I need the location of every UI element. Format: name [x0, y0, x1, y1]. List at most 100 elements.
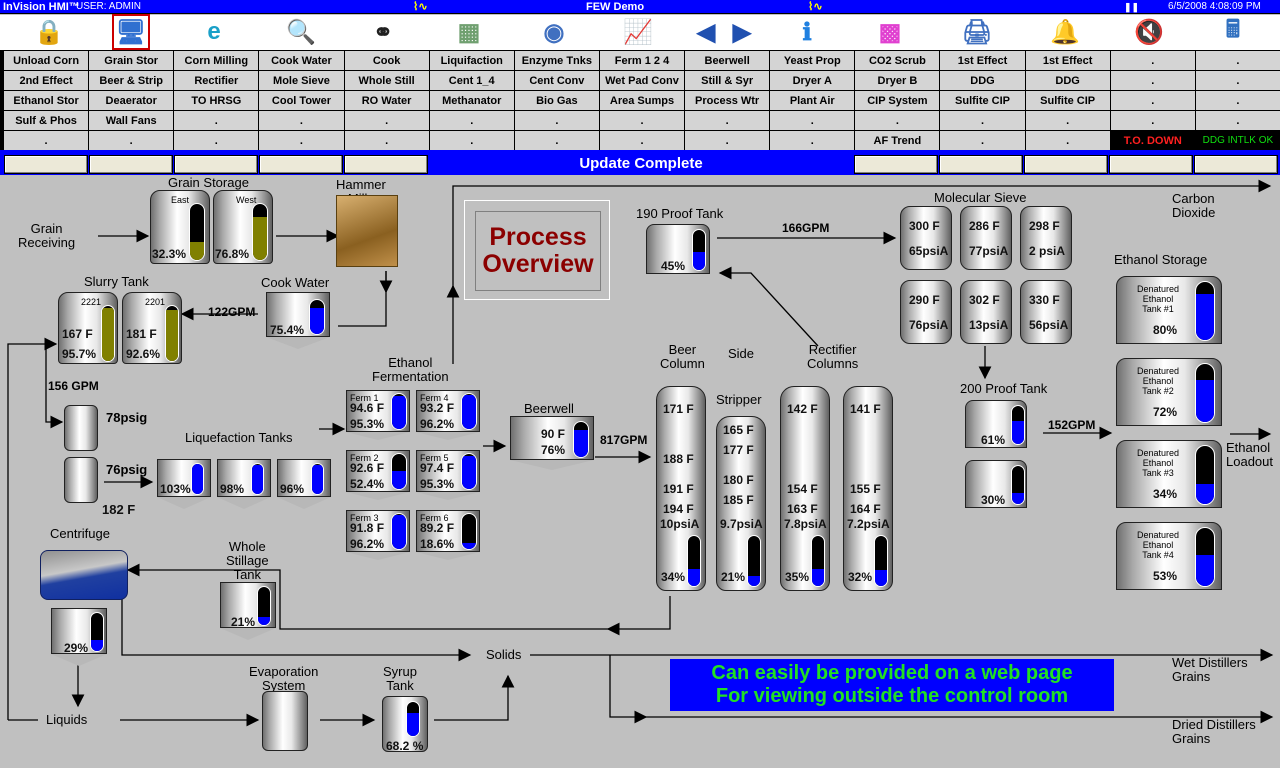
nav-button-1st-effect[interactable]: 1st Effect: [940, 51, 1025, 70]
alarm-bell-icon[interactable]: 🔔: [1050, 18, 1080, 46]
blank-button[interactable]: [89, 155, 173, 174]
nav-button-empty[interactable]: .: [1025, 131, 1110, 150]
nav-button-still-syr[interactable]: Still & Syr: [685, 71, 770, 90]
nav-button-af-trend[interactable]: AF Trend: [855, 131, 940, 150]
nav-button-mole-sieve[interactable]: Mole Sieve: [259, 71, 344, 90]
proof-200-tank-2[interactable]: 30%: [965, 460, 1027, 508]
nav-button-empty[interactable]: .: [685, 111, 770, 130]
binoculars-icon[interactable]: ⚭: [372, 18, 394, 46]
nav-button-2nd-effect[interactable]: 2nd Effect: [4, 71, 89, 90]
nav-button-sulfite-cip[interactable]: Sulfite CIP: [1025, 91, 1110, 110]
ie-browser-icon[interactable]: e: [207, 18, 221, 45]
jet-cooker-top[interactable]: [64, 405, 98, 451]
nav-button-plant-air[interactable]: Plant Air: [770, 91, 855, 110]
nav-button-1st-effect[interactable]: 1st Effect: [1025, 51, 1110, 70]
trend-chart-icon[interactable]: 📈: [623, 18, 653, 46]
blank-button[interactable]: [1109, 155, 1193, 174]
evaporation-system[interactable]: [262, 691, 308, 751]
nav-button-cook[interactable]: Cook: [344, 51, 429, 70]
nav-button-empty[interactable]: .: [174, 131, 259, 150]
nav-button-empty[interactable]: .: [344, 111, 429, 130]
nav-button-dryer-a[interactable]: Dryer A: [770, 71, 855, 90]
nav-button-corn-milling[interactable]: Corn Milling: [174, 51, 259, 70]
nav-button-deaerator[interactable]: Deaerator: [89, 91, 174, 110]
centrifuge-liquids-tank[interactable]: 29%: [51, 608, 107, 655]
back-arrow-icon[interactable]: ◀: [696, 18, 716, 46]
nav-button-empty[interactable]: .: [344, 131, 429, 150]
nav-button-empty[interactable]: .: [1110, 111, 1195, 130]
blank-button[interactable]: [174, 155, 258, 174]
nav-button-empty[interactable]: .: [770, 111, 855, 130]
nav-button-unload-corn[interactable]: Unload Corn: [4, 51, 89, 70]
nav-button-beerwell[interactable]: Beerwell: [685, 51, 770, 70]
blank-button[interactable]: [1194, 155, 1278, 174]
blank-button[interactable]: [259, 155, 343, 174]
mute-sound-icon[interactable]: 🔇: [1134, 18, 1164, 46]
nav-button-area-sumps[interactable]: Area Sumps: [599, 91, 685, 110]
nav-button-t-o-down[interactable]: T.O. DOWN: [1110, 131, 1195, 150]
nav-button-ethanol-stor[interactable]: Ethanol Stor: [4, 91, 89, 110]
nav-button-grain-stor[interactable]: Grain Stor: [89, 51, 174, 70]
calculator-icon[interactable]: 🖩: [1225, 15, 1241, 43]
nav-button-empty[interactable]: .: [429, 131, 514, 150]
nav-button-empty[interactable]: .: [770, 131, 855, 150]
lock-icon[interactable]: 🔒: [34, 18, 64, 46]
nav-button-empty[interactable]: .: [940, 111, 1025, 130]
nav-button-cip-system[interactable]: CIP System: [855, 91, 940, 110]
liquefaction-tank-2[interactable]: 98%: [217, 459, 271, 497]
printer-icon[interactable]: 🖨: [961, 18, 993, 46]
nav-button-methanator[interactable]: Methanator: [429, 91, 514, 110]
forward-arrow-icon[interactable]: ▶: [732, 18, 752, 46]
blank-button[interactable]: [854, 155, 938, 174]
proof-190-tank[interactable]: 45%: [646, 224, 710, 274]
nav-button-empty[interactable]: .: [855, 111, 940, 130]
nav-button-empty[interactable]: .: [1025, 111, 1110, 130]
workstation-icon[interactable]: 🖥: [112, 14, 150, 50]
nav-button-empty[interactable]: .: [1195, 111, 1280, 130]
nav-button-empty[interactable]: .: [940, 131, 1025, 150]
blank-button[interactable]: [939, 155, 1023, 174]
beerwell-tank[interactable]: 76%90 F: [510, 416, 594, 460]
cook-water-tank[interactable]: 75.4%: [266, 292, 330, 337]
whole-stillage-tank[interactable]: 21%: [220, 582, 276, 629]
nav-button-empty[interactable]: .: [599, 111, 685, 130]
nav-button-ro-water[interactable]: RO Water: [344, 91, 429, 110]
nav-button-empty[interactable]: .: [259, 131, 344, 150]
search-document-icon[interactable]: 🔍: [286, 18, 316, 46]
syrup-tank[interactable]: 68.2 %: [382, 696, 428, 753]
blank-button[interactable]: [1024, 155, 1108, 174]
nav-button-cool-tower[interactable]: Cool Tower: [259, 91, 344, 110]
nav-button-empty[interactable]: .: [685, 131, 770, 150]
nav-button-empty[interactable]: .: [1195, 71, 1280, 90]
nav-button-ddg[interactable]: DDG: [1025, 71, 1110, 90]
nav-button-empty[interactable]: .: [1195, 91, 1280, 110]
nav-button-cook-water[interactable]: Cook Water: [259, 51, 344, 70]
nav-button-wall-fans[interactable]: Wall Fans: [89, 111, 174, 130]
jet-cooker-bottom[interactable]: [64, 457, 98, 503]
liquefaction-tank-3[interactable]: 96%: [277, 459, 331, 497]
blank-button[interactable]: [344, 155, 428, 174]
nav-button-ferm-1-2-4[interactable]: Ferm 1 2 4: [599, 51, 685, 70]
nav-button-empty[interactable]: .: [1110, 71, 1195, 90]
nav-button-cent-conv[interactable]: Cent Conv: [514, 71, 599, 90]
nav-button-empty[interactable]: .: [514, 131, 599, 150]
nav-button-empty[interactable]: .: [174, 111, 259, 130]
nav-button-whole-still[interactable]: Whole Still: [344, 71, 429, 90]
